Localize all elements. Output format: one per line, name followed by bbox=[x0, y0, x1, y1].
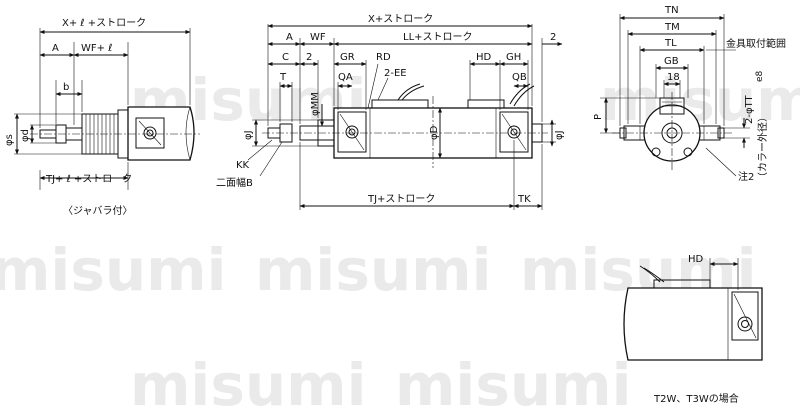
watermark-text: misumi bbox=[395, 351, 631, 412]
watermark-text: misumi bbox=[255, 236, 491, 304]
side-dim-tt-label: 2-φTT bbox=[744, 95, 755, 125]
watermark-text: misumi bbox=[130, 351, 366, 412]
front-view: X+ストローク A WF LL+ストローク 2 C 2 GR RD HD GH … bbox=[216, 13, 565, 210]
side-dim-p-label: P bbox=[593, 114, 604, 120]
front-dim-hd-label: HD bbox=[476, 52, 492, 63]
side-dim-tn-label: TN bbox=[664, 5, 679, 16]
side-dim-tl-label: TL bbox=[664, 38, 677, 49]
watermark-text: misumi bbox=[0, 236, 226, 304]
front-dim-2-left-label: 2 bbox=[306, 52, 312, 63]
front-dim-gr-label: GR bbox=[340, 52, 355, 63]
side-dim-tm-label: TM bbox=[664, 22, 680, 33]
front-dim-wf-label: WF bbox=[310, 32, 326, 43]
front-dim-2-right-label: 2 bbox=[550, 32, 556, 43]
watermark-text: misumi bbox=[600, 66, 800, 134]
bellows-view: X+ ℓ +ストローク A WF+ ℓ b φs φd TJ+ ℓ +ストローク… bbox=[4, 17, 200, 217]
front-dim-c-label: C bbox=[282, 52, 289, 63]
front-dim-tk-label: TK bbox=[517, 194, 531, 205]
front-dim-d-center-label: φD bbox=[429, 125, 440, 140]
front-dim-ll-label: LL+ストローク bbox=[403, 31, 473, 43]
bellows-dim-bottom-label: TJ+ ℓ +ストローク bbox=[45, 173, 132, 185]
front-dim-j-right-label: φJ bbox=[554, 130, 565, 140]
front-dim-qa-label: QA bbox=[338, 72, 353, 83]
front-dim-a-label: A bbox=[286, 32, 293, 43]
front-dim-gh-label: GH bbox=[506, 52, 521, 63]
front-dim-qb-label: QB bbox=[512, 72, 527, 83]
bellows-caption: 〈ジャバラ付〉 bbox=[63, 204, 133, 217]
side-dim-18-label: 18 bbox=[667, 72, 680, 83]
side-dim-gb-label: GB bbox=[664, 56, 679, 67]
bellows-dim-b-label: b bbox=[63, 82, 69, 93]
bellows-dim-wf-label: WF+ ℓ bbox=[81, 43, 112, 54]
side-dim-collar-label: （カラー外径） bbox=[756, 112, 769, 182]
detail-dim-hd-label: HD bbox=[688, 254, 704, 265]
side-dim-mount-range-label: 金具取付範囲 bbox=[726, 37, 786, 50]
side-dim-tt-tol-label: e8 bbox=[755, 70, 765, 82]
front-dim-top-label: X+ストローク bbox=[368, 13, 433, 25]
bellows-dim-a-label: A bbox=[52, 43, 59, 54]
bellows-dim-d-label: φd bbox=[20, 129, 31, 142]
front-dim-tj-label: TJ+ストローク bbox=[367, 193, 435, 205]
side-view: TN TM TL GB 18 金具取付範囲 P 2-φTT e8 （カラー外径）… bbox=[593, 5, 786, 183]
bellows-dim-s-label: φs bbox=[4, 134, 15, 146]
front-dim-j-left-label: φJ bbox=[243, 130, 254, 140]
front-dim-mm-label: φMM bbox=[310, 92, 321, 116]
side-note2-label: 注2 bbox=[738, 170, 754, 183]
front-dim-kk-label: KK bbox=[236, 160, 250, 171]
front-dim-ee-label: 2-EE bbox=[384, 68, 407, 79]
detail-caption: T2W、T3Wの場合 bbox=[653, 392, 739, 405]
bellows-dim-top-label: X+ ℓ +ストローク bbox=[62, 17, 146, 29]
front-dim-nimen-label: 二面幅B bbox=[216, 176, 253, 189]
watermark: misumi misumi misumi misumi misumi misum… bbox=[0, 66, 800, 412]
front-dim-t-label: T bbox=[279, 72, 287, 83]
front-dim-rd-label: RD bbox=[376, 52, 391, 63]
detail-view: HD T2W、T3Wの場合 bbox=[623, 254, 763, 405]
